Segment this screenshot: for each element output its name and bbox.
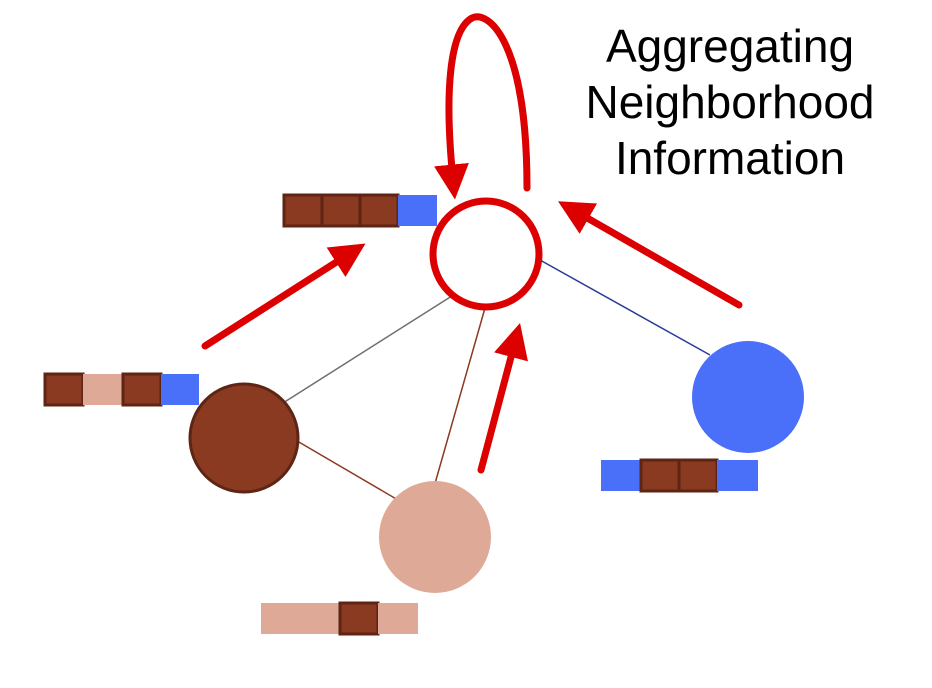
edge-target-blue: [539, 259, 711, 356]
feature-vector-light-brown: [261, 601, 418, 636]
diagram-title: Aggregating Neighborhood Information: [560, 18, 900, 186]
title-line-1: Aggregating: [605, 20, 855, 72]
edge-target-darkbrown: [282, 293, 456, 404]
arrow-from-blue: [557, 201, 743, 309]
light-brown-node: [379, 481, 491, 593]
self-loop-arrow: [434, 13, 531, 200]
blue-node: [692, 341, 804, 453]
arrow-from-dark-brown: [201, 243, 366, 350]
edge-target-lightbrown: [433, 307, 486, 488]
feature-vector-target: [282, 193, 437, 228]
dark-brown-node: [188, 382, 300, 494]
feature-vector-blue: [601, 458, 758, 493]
feature-vector-dark-brown: [43, 372, 199, 407]
title-line-2: Neighborhood: [585, 76, 875, 128]
arrow-from-light-brown: [477, 323, 528, 474]
edge-darkbrown-lightbrown: [291, 437, 399, 501]
title-line-3: Information: [614, 132, 846, 184]
target-node: [429, 197, 543, 311]
